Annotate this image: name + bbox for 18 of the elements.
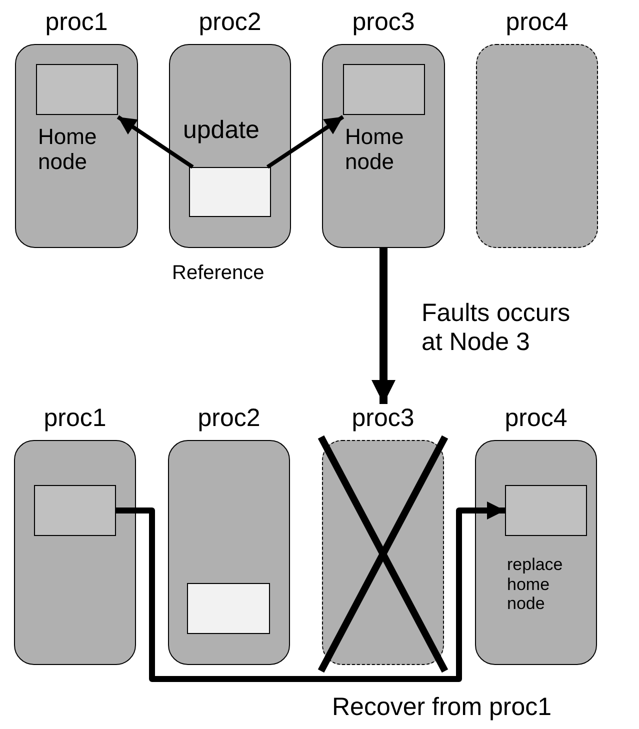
arrow [116, 115, 194, 169]
arrow [372, 248, 396, 404]
process-title: proc1 [42, 404, 108, 433]
block-caption: Reference [172, 262, 264, 285]
text-label: Recover from proc1 [332, 693, 552, 722]
process-title: proc3 [351, 8, 416, 37]
text-label: update [183, 116, 260, 145]
node-label: Home node [345, 124, 405, 175]
process-title: proc2 [198, 8, 262, 37]
process-title: proc2 [196, 404, 262, 433]
process-title: proc1 [44, 8, 109, 37]
node-label: Home node [38, 124, 98, 175]
process-title: proc4 [504, 8, 570, 37]
process-title: proc4 [504, 404, 568, 433]
arrow [116, 502, 505, 682]
arrow [266, 115, 344, 169]
node-label: replace home node [507, 555, 564, 614]
process-title: proc3 [350, 404, 416, 433]
